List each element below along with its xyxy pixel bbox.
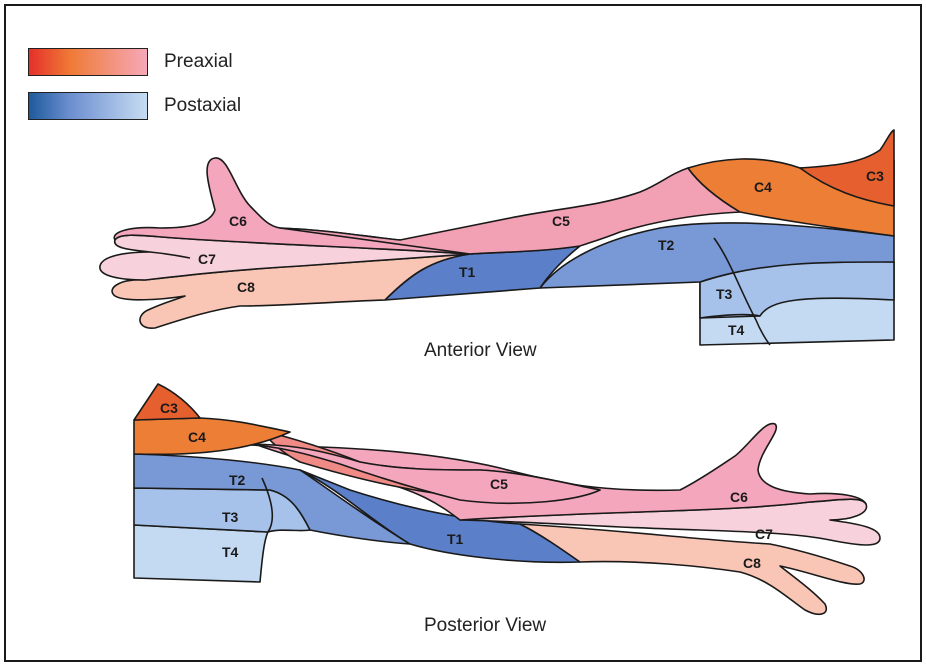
posterior-region-c8 [519,523,865,616]
posterior-labels: C3 C4 C5 C6 C7 C8 T1 T2 T3 T4 [160,400,773,571]
anterior-region-c6 [113,157,471,255]
posterior-label-c3: C3 [160,400,178,416]
posterior-label-c4: C4 [188,429,206,445]
legend-preaxial: Preaxial [28,48,233,76]
posterior-label-t1: T1 [447,531,464,547]
posterior-label-t4: T4 [222,544,239,560]
posterior-divider-t2t3 [261,477,274,533]
anterior-label-c7: C7 [198,251,216,267]
anterior-divider-t2t3 [713,237,771,346]
legend-postaxial: Postaxial [28,92,241,120]
anterior-label-c6: C6 [229,213,247,229]
anterior-label-c3: C3 [866,168,884,184]
anterior-divider-t3t4 [699,313,761,319]
preaxial-swatch [28,48,148,76]
anterior-label-t4: T4 [728,322,745,338]
anterior-label-t3: T3 [716,286,733,302]
posterior-region-t4 [133,524,269,583]
posterior-label-c6: C6 [730,489,748,505]
preaxial-label: Preaxial [164,51,233,72]
posterior-label-c7: C7 [755,526,773,542]
anterior-view-title: Anterior View [424,340,537,361]
postaxial-label: Postaxial [164,95,242,116]
anterior-label-c8: C8 [237,279,255,295]
anterior-label-t2: T2 [658,237,675,253]
anterior-label-c4: C4 [754,179,772,195]
posterior-region-c3 [133,383,201,421]
posterior-label-t3: T3 [222,509,239,525]
anterior-label-c5: C5 [552,213,570,229]
anterior-region-c3 [799,129,895,207]
posterior-region-c4 [133,417,291,456]
posterior-region-c5-upper [211,443,601,505]
posterior-view-title: Posterior View [424,615,547,636]
posterior-label-t2: T2 [229,472,246,488]
anterior-arm [99,129,895,346]
posterior-label-c5: C5 [490,476,508,492]
posterior-arm [133,383,881,616]
postaxial-swatch [28,92,148,120]
posterior-label-c8: C8 [743,555,761,571]
anterior-divider-fingers [149,251,191,259]
anterior-labels: C3 C4 C5 C6 C7 C8 T1 T2 T3 T4 [198,168,884,338]
anterior-region-t2 [539,222,895,289]
anterior-label-t1: T1 [459,264,476,280]
